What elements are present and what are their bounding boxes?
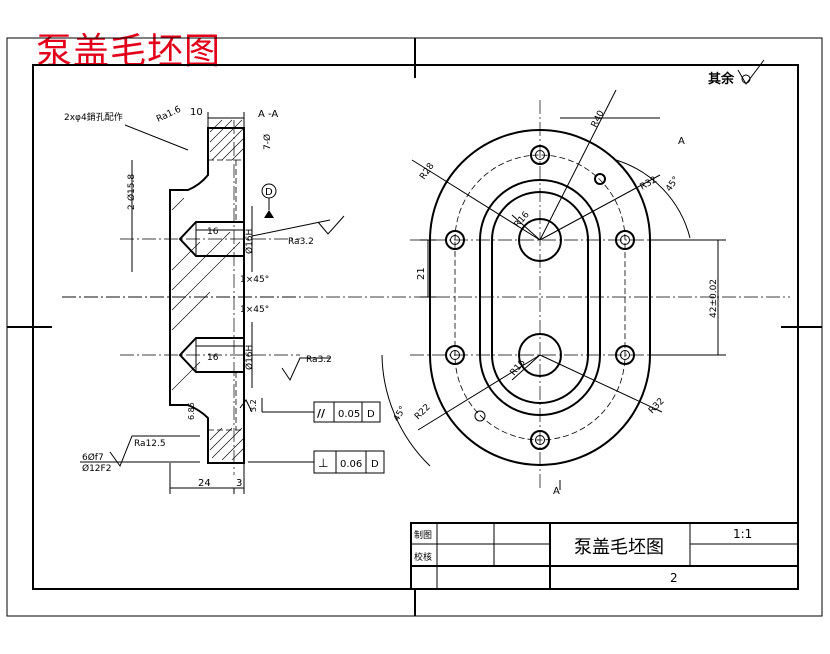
section-mark-top: A <box>678 136 685 147</box>
section-mark-bottom: A <box>553 486 560 497</box>
parallel-datum: D <box>367 409 375 420</box>
chamfer-2: 1×45° <box>240 305 269 315</box>
dim-r28: R28 <box>418 161 437 181</box>
angle-top: 45° <box>664 175 681 194</box>
dim-small: 3.2 <box>249 399 258 412</box>
part-name: 泵盖毛坯图 <box>574 537 664 558</box>
bore-depth-2: 16 <box>207 353 219 363</box>
fit-1: 6Øf7 <box>82 452 104 463</box>
title-block: 制图 校核 泵盖毛坯图 1:1 2 <box>410 522 799 590</box>
dim-width-top: 10 <box>190 107 203 118</box>
dim-side: 6.85 <box>187 402 196 420</box>
dim-bottom-1: 24 <box>198 478 211 489</box>
hole-note: 2xφ4銷孔配作 <box>64 111 123 123</box>
dim-r16-top: R16 <box>513 210 532 230</box>
perp-value: 0.06 <box>340 459 362 470</box>
section-view: 10 A -A 2xφ4銷孔配作 Ra1.6 7-Ø 2-Ø15.8 16 16… <box>62 105 385 494</box>
dim-center-distance: 42±0.02 <box>709 279 719 318</box>
angle-bottom: 45° <box>392 405 409 424</box>
section-label: A -A <box>258 109 278 120</box>
datum-label: D <box>265 187 273 198</box>
dim-d-top: 7-Ø <box>262 134 273 150</box>
roughness-bottom: Ra12.5 <box>134 439 166 449</box>
parallel-value: 0.05 <box>338 409 360 420</box>
bore-dia-2: Ø16H <box>244 345 255 370</box>
general-roughness-label: 其余 <box>708 71 735 87</box>
bore-depth-1: 16 <box>207 227 219 237</box>
checked-by-label: 校核 <box>414 551 432 563</box>
dim-bottom-2: 3 <box>236 478 242 489</box>
drawn-by-label: 制图 <box>414 529 432 541</box>
roughness-mid: Ra3.2 <box>288 237 314 247</box>
bore-dia-1: Ø16H <box>244 229 255 254</box>
sheet-number: 2 <box>670 571 678 585</box>
parallel-symbol: // <box>317 407 326 420</box>
sheet-frame <box>6 37 823 617</box>
chamfer-1: 1×45° <box>240 275 269 285</box>
dim-d-left: 2-Ø15.8 <box>126 174 137 210</box>
dim-r22: R22 <box>413 403 433 423</box>
general-roughness: 其余 <box>708 59 765 87</box>
dim-r40: R40 <box>590 109 607 130</box>
drawing-title: 泵盖毛坯图 <box>36 31 222 72</box>
scale-value: 1:1 <box>733 527 752 541</box>
fit-2: Ø12F2 <box>82 463 111 474</box>
dim-r32-bottom: R32 <box>647 397 667 417</box>
perp-datum: D <box>371 459 379 470</box>
dim-21: 21 <box>416 267 427 280</box>
roughness-low: Ra3.2 <box>306 355 332 365</box>
roughness-top: Ra1.6 <box>155 105 183 125</box>
perp-symbol: ⊥ <box>318 456 328 470</box>
centering-marks <box>7 38 822 616</box>
bolt-holes <box>445 145 635 450</box>
